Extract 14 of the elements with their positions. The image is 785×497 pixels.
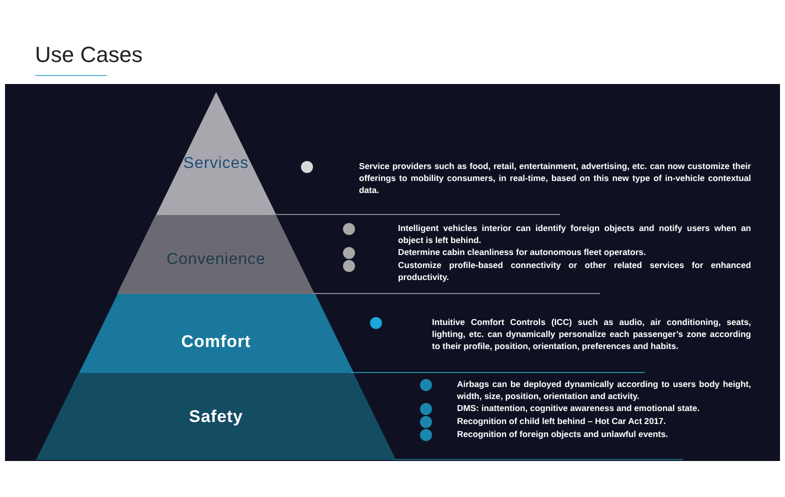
description-text: Intuitive Comfort Controls (ICC) such as audio, air conditioning, seats, lighting, etc. can dynamically personalize each passenger’s zone according to their profile, position, orientation, preferences and habits.	[432, 316, 751, 352]
tier-label: Convenience	[166, 250, 266, 268]
description-text: Determine cabin cleanliness for autonomous fleet operators.	[398, 246, 647, 258]
slide-title: Use Cases	[35, 42, 143, 68]
description-text: Recognition of child left behind – Hot Car Act 2017.	[457, 415, 667, 427]
description-text: DMS: inattention, cognitive awareness and emotional state.	[457, 402, 701, 414]
tier-label: Comfort	[181, 332, 251, 352]
description-text: Intelligent vehicles interior can identify foreign objects and notify users when an object is left behind.	[398, 222, 751, 246]
description-text: Customize profile-based connectivity or other related services for enhanced productivity.	[398, 259, 751, 283]
tier-label: Safety	[188, 406, 244, 426]
description-text: Airbags can be deployed dynamically according to users body height, width, size, position, orientation and activity.	[457, 378, 751, 402]
description-text: Service providers such as food, retail, entertainment, advertising, etc. can now customize their offerings to mobility consumers, in real-time, based on this new type of in-vehicle contextual data.	[359, 160, 751, 196]
tier-label: Services	[183, 154, 249, 172]
description-text: Recognition of foreign objects and unlawful events.	[457, 428, 670, 440]
